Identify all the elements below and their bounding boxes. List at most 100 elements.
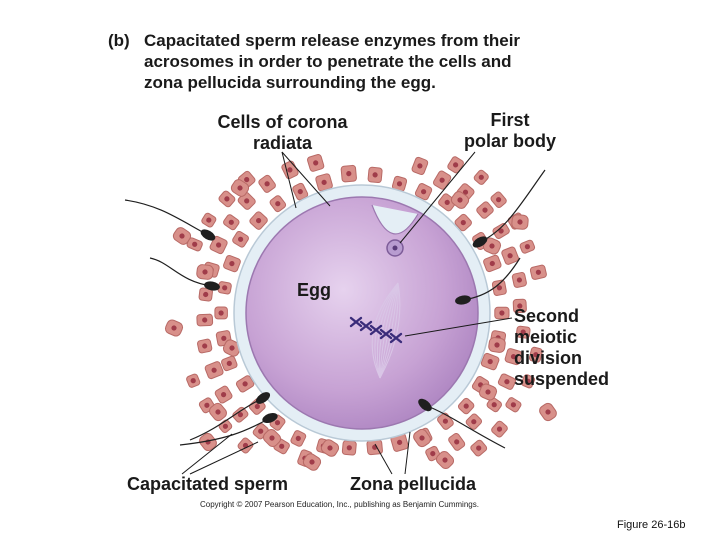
cell-nucleus (533, 352, 539, 358)
cell-nucleus (453, 162, 459, 168)
corona-cell (186, 373, 201, 388)
corona-cell (490, 191, 507, 208)
label-polar-line-1: First (490, 110, 530, 130)
sperm (189, 392, 271, 441)
cell-nucleus (211, 367, 217, 373)
cell-nucleus (499, 310, 505, 316)
cell-nucleus (264, 181, 270, 187)
corona-cell (505, 397, 522, 413)
corona-cell (491, 420, 508, 438)
copyright-notice: Copyright © 2007 Pearson Education, Inc.… (200, 500, 479, 509)
cell-nucleus (297, 189, 303, 195)
corona-cell (457, 397, 475, 415)
label-corona-radiata: Cells of corona radiata (205, 112, 360, 154)
corona-cell (504, 348, 523, 366)
cell-nucleus (226, 360, 232, 366)
corona-cell (223, 214, 240, 231)
sperm-tail (424, 404, 506, 449)
cell-nucleus (489, 260, 495, 267)
cell-nucleus (218, 310, 224, 316)
cell-nucleus (478, 174, 484, 180)
label-meiotic-line-2: meiotic (514, 327, 578, 347)
corona-cell (473, 169, 489, 185)
corona-cell (218, 190, 236, 208)
sperm-head (455, 295, 471, 305)
corona-cell (214, 385, 233, 404)
caption-line-1: Capacitated sperm release enzymes from t… (144, 31, 521, 50)
cell-nucleus (397, 439, 403, 445)
cell-nucleus (206, 217, 212, 223)
cell-nucleus (520, 329, 526, 335)
corona-cell (497, 373, 517, 390)
cell-nucleus (516, 277, 523, 283)
cell-nucleus (396, 181, 403, 187)
loose-cell (413, 428, 431, 448)
spindle-fiber (379, 282, 399, 379)
spindle-fiber (379, 282, 399, 379)
cell-nucleus (439, 177, 445, 183)
corona-cell (197, 338, 213, 354)
cell-nucleus (279, 443, 285, 449)
cell-nucleus (444, 199, 450, 205)
corona-cell (470, 439, 488, 457)
label-first-polar-body: First polar body (455, 110, 565, 152)
loose-cell (222, 339, 242, 357)
corona-cell (528, 346, 543, 363)
sperm-tail (149, 257, 213, 287)
cell-nucleus (460, 220, 466, 226)
corona-cell (307, 154, 325, 172)
chromosome (369, 324, 383, 336)
corona-cell (476, 201, 494, 219)
chromosome (389, 332, 403, 344)
cell-nucleus (216, 242, 222, 248)
loose-corona-cells (164, 179, 557, 471)
cell-nucleus (482, 207, 488, 213)
corona-cell (340, 164, 357, 183)
cell-nucleus (476, 445, 482, 451)
cell-nucleus (244, 198, 250, 204)
cell-nucleus (535, 269, 542, 275)
capacitated-sperm-group (124, 169, 546, 449)
loose-cell (488, 337, 506, 353)
loose-cell (164, 319, 184, 337)
corona-cell (204, 361, 224, 380)
cell-nucleus (237, 412, 243, 418)
corona-cell (341, 440, 357, 456)
cell-nucleus (244, 177, 250, 183)
sperm (149, 257, 220, 291)
cell-nucleus (228, 219, 234, 225)
loose-cell (262, 428, 282, 448)
cell-nucleus (372, 172, 378, 178)
cell-nucleus (507, 253, 513, 259)
cell-nucleus (202, 317, 208, 323)
cell-nucleus (229, 261, 235, 267)
cell-nucleus (221, 335, 227, 341)
corona-cell (492, 222, 510, 239)
leader-zona-1 (374, 443, 393, 475)
sperm-tail (179, 417, 271, 446)
caption-tag: (b) (108, 31, 130, 50)
cell-nucleus (496, 285, 502, 291)
spindle-fiber (379, 282, 399, 379)
corona-cell (448, 432, 466, 451)
cell-nucleus (496, 197, 502, 203)
spindle-fiber (376, 282, 399, 379)
leader-zona-2 (404, 431, 411, 475)
corona-cell (232, 230, 249, 248)
cell-nucleus (430, 451, 436, 457)
corona-cell (235, 375, 255, 393)
spindle-fiber (371, 282, 399, 379)
caption-line-2: acrosomes in order to penetrate the cell… (144, 52, 512, 71)
sperm-head (200, 229, 216, 241)
cell-nucleus (442, 418, 448, 424)
cell-nucleus (190, 378, 196, 384)
label-corona-line-1: Cells of corona (217, 112, 348, 132)
spindle-fiber (379, 282, 401, 379)
chromosome (359, 320, 373, 332)
corona-cell (501, 246, 519, 265)
loose-cell (511, 214, 529, 230)
cell-nucleus (275, 201, 281, 207)
corona-cell (512, 298, 527, 314)
egg (245, 196, 479, 430)
cell-nucleus (496, 426, 503, 432)
